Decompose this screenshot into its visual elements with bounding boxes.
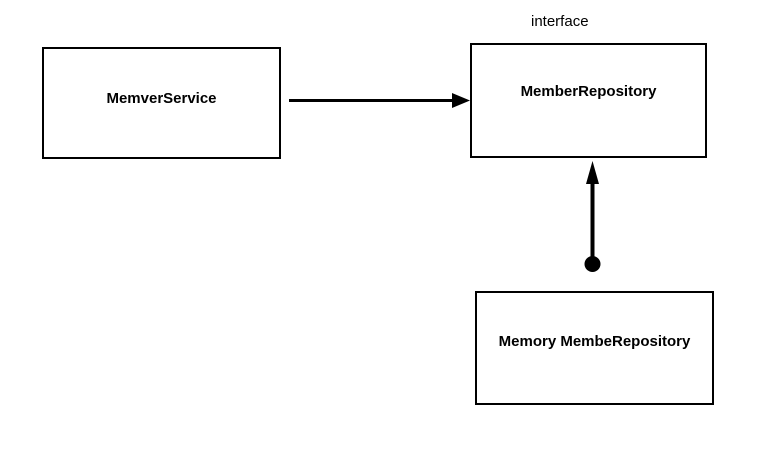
arrowhead-right-icon	[452, 93, 470, 108]
connector-endpoint-dot-icon	[584, 256, 601, 272]
node-member-repository[interactable]: MemberRepository	[470, 43, 707, 158]
node-member-service-label: MemverService	[106, 90, 217, 107]
connector-implements-realization	[584, 161, 601, 272]
node-memory-member-repository[interactable]: Memory MembeRepository	[475, 291, 714, 405]
connector-uses-association	[289, 93, 470, 108]
node-member-repository-label: MemberRepository	[520, 83, 657, 100]
arrowhead-up-icon	[586, 161, 599, 184]
node-memory-member-repository-label: Memory MembeRepository	[498, 333, 691, 350]
interface-stereotype-label: interface	[531, 13, 589, 30]
node-member-service[interactable]: MemverService	[42, 47, 281, 159]
